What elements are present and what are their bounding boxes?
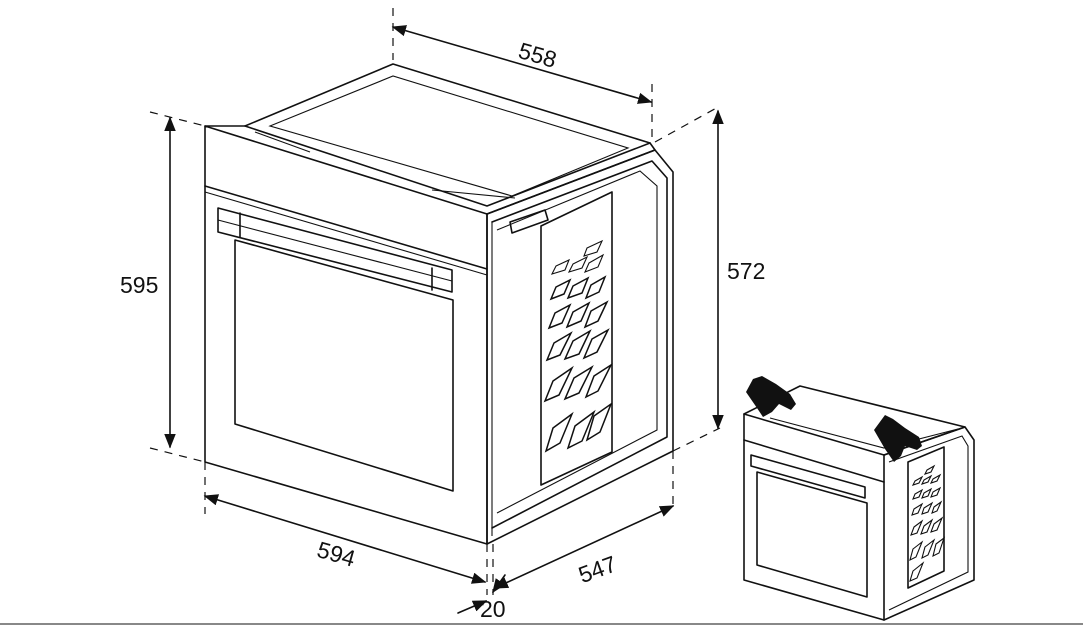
- main-oven: [204, 63, 674, 545]
- dim-top-depth: 558: [516, 37, 560, 73]
- hand-lift-icon: [874, 415, 922, 462]
- dim-height-front: 595: [120, 272, 158, 298]
- oven-front-panel: [204, 125, 488, 545]
- door-handle: [217, 207, 453, 293]
- oven-side-panel: [486, 149, 674, 545]
- hand-lift-icon: [746, 376, 796, 417]
- side-vent-panel: [540, 191, 613, 486]
- vent-holes: [543, 239, 613, 453]
- dim-height-side: 572: [727, 258, 765, 284]
- oven-top-surface: [204, 63, 656, 215]
- side-rail: [509, 209, 549, 234]
- dim-depth-side: 547: [575, 551, 620, 589]
- dimension-lines: [149, 8, 724, 614]
- dim-offset: 20: [480, 596, 506, 622]
- installation-illustration: [743, 376, 975, 621]
- door-window: [234, 239, 454, 492]
- small-vent-holes: [909, 464, 946, 582]
- control-panel-line: [204, 185, 488, 270]
